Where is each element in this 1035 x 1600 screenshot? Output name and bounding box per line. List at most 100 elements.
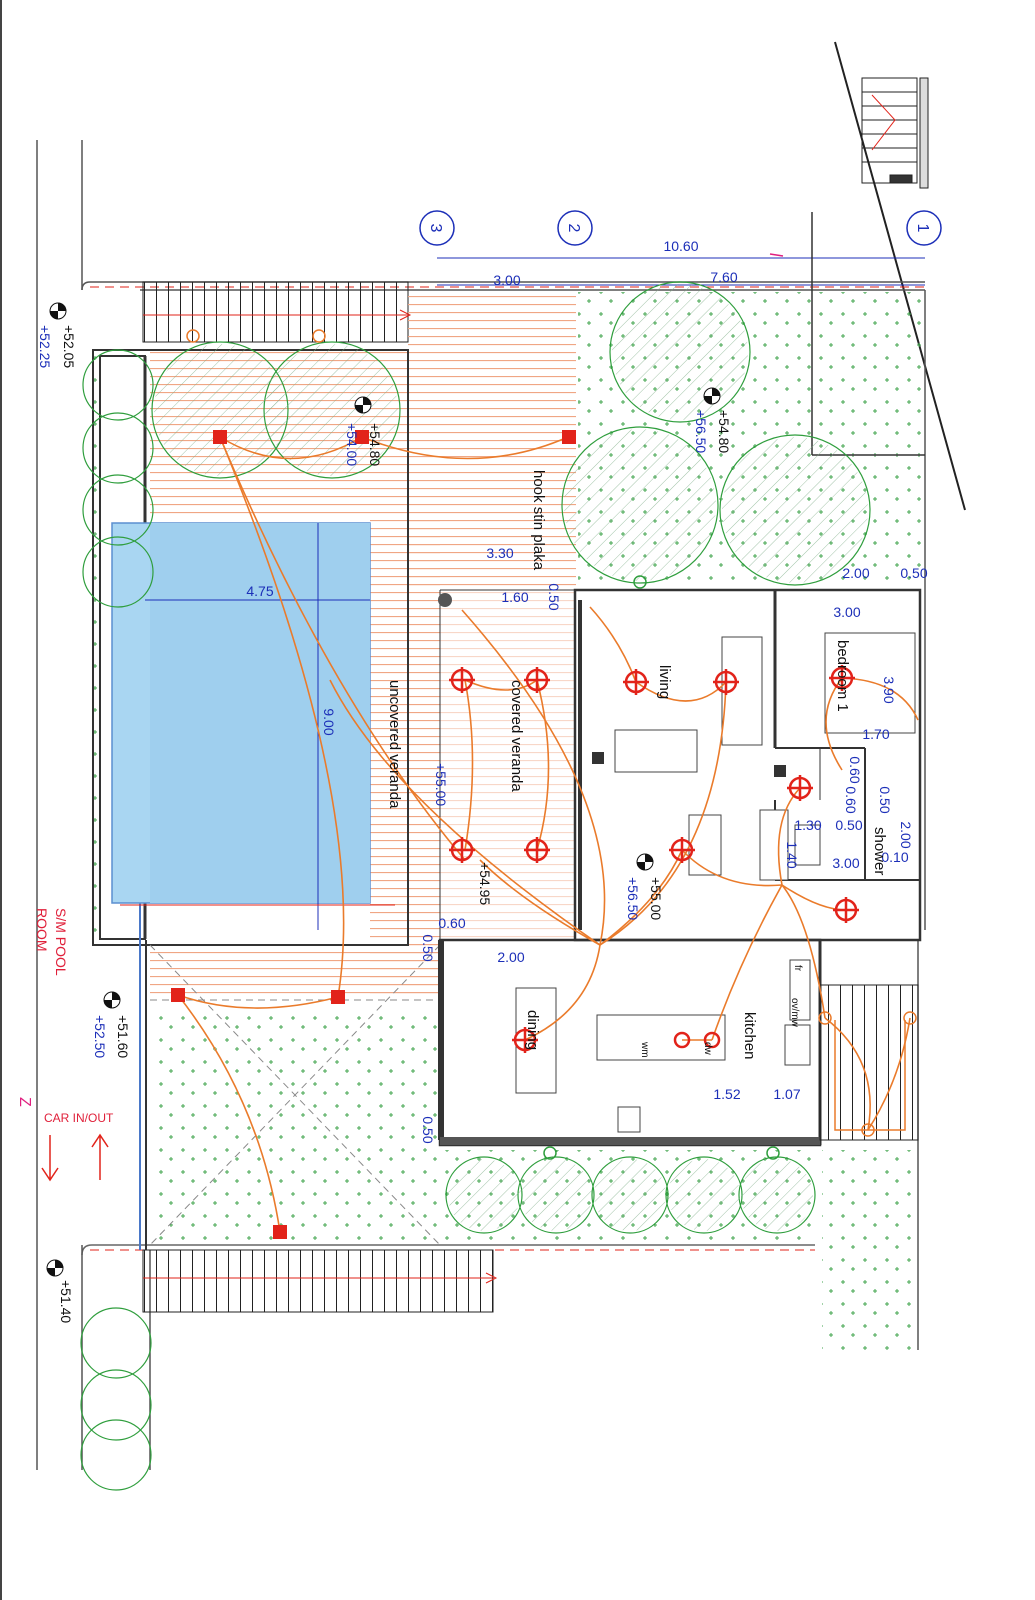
pool-deep <box>150 523 370 903</box>
shrub-icon <box>82 474 154 546</box>
dimension-text: 0.10 <box>881 849 908 865</box>
axis-2-bubble <box>557 210 593 246</box>
axis-3-label: 3 <box>427 224 444 233</box>
level-text: +54.00 <box>344 423 360 466</box>
ceiling-light-icon <box>787 775 813 801</box>
wiring <box>177 436 919 1233</box>
pool-width-text: 4.75 <box>246 583 273 599</box>
level-marker-icon <box>703 387 721 405</box>
level-marker-icon <box>46 1259 64 1277</box>
ceiling-light-icon <box>524 837 550 863</box>
dimension-text: 0.60 <box>847 756 863 783</box>
level-text: +54.80 <box>367 423 383 466</box>
trees <box>80 281 871 1491</box>
appliance-label: ov/mw <box>789 998 800 1028</box>
ceiling-light-icon <box>703 1031 721 1049</box>
axis-1-bubble <box>906 210 942 246</box>
shrub-icon <box>82 412 154 484</box>
level-text: +51.60 <box>115 1015 131 1058</box>
light-fixture-icon <box>331 990 345 1004</box>
level-text: +56.50 <box>693 410 709 453</box>
dimension-text: 0.50 <box>900 565 927 581</box>
level-marker-icon <box>49 302 67 320</box>
interior-stairs <box>819 984 919 1141</box>
appliance <box>617 1106 641 1133</box>
dimension-text: 0.50 <box>420 934 436 961</box>
level-text: +55.00 <box>433 763 449 806</box>
ceiling-light-icon <box>673 1031 691 1049</box>
level-text: +54.95 <box>477 862 493 905</box>
light-fixture-icon <box>171 988 185 1002</box>
ceiling-light-icon <box>623 669 649 695</box>
shrub-icon <box>80 1419 152 1491</box>
shrub-icon <box>82 349 154 421</box>
dimension-text: 1.40 <box>784 841 800 868</box>
tree-icon <box>561 426 719 584</box>
ceiling-light-icon <box>833 897 859 923</box>
sideboard <box>759 809 789 881</box>
washbasin <box>794 824 821 866</box>
service-zone <box>149 944 441 1246</box>
room-label-dining: dining <box>524 1010 541 1050</box>
ceiling-light-icon <box>713 669 739 695</box>
level-text: +52.25 <box>37 325 53 368</box>
axis-2-label: 2 <box>565 224 582 233</box>
dimension-text: 0.60 <box>843 786 859 813</box>
light-fixture-icon <box>273 1225 287 1239</box>
shrub-icon <box>80 1369 152 1441</box>
light-fixture-icon <box>213 430 227 444</box>
column-round <box>438 593 452 607</box>
dimension-text: 0.50 <box>877 786 893 813</box>
room-label-kitchen: kitchen <box>741 1012 758 1060</box>
dimension-text: 0.60 <box>438 915 465 931</box>
level-text: +55.00 <box>648 877 664 920</box>
dimension-text: 1.30 <box>794 817 821 833</box>
dimension-text: 0.50 <box>835 817 862 833</box>
level-marker-icon <box>636 853 654 871</box>
wall-fixtures <box>171 430 576 1239</box>
pool-room-label: ROOM <box>34 908 50 952</box>
garden-area <box>153 1008 443 1245</box>
dimension-text: 0.50 <box>420 1116 436 1143</box>
axis-3-bubble <box>419 210 455 246</box>
ceiling-light-icon <box>512 1027 538 1053</box>
dimension-text: 3.00 <box>832 855 859 871</box>
oven <box>784 1024 811 1066</box>
light-fixture-icon <box>562 430 576 444</box>
appliance-label: fr <box>792 965 803 972</box>
dimension-text: 1.07 <box>773 1086 800 1102</box>
dimension-text: 3.00 <box>833 604 860 620</box>
column <box>774 765 786 777</box>
outdoor-lights <box>186 329 917 1137</box>
axis-1-label: 1 <box>914 224 931 233</box>
tree-icon <box>609 281 751 423</box>
garden-area <box>822 1150 917 1350</box>
pool-room-label: S/M POOL <box>53 908 69 976</box>
level-text: +52.50 <box>92 1015 108 1058</box>
dimension-text: 3.30 <box>486 545 513 561</box>
room-label-uncovered-veranda: uncovered veranda <box>386 680 403 809</box>
dimension-text: 1.60 <box>501 589 528 605</box>
stair-detail <box>834 41 966 511</box>
level-text: +56.50 <box>625 877 641 920</box>
room-label-shower: shower <box>871 827 888 875</box>
ceiling-light-icon <box>524 667 550 693</box>
light-fixture-icon <box>355 430 369 444</box>
level-text: +54.80 <box>716 410 732 453</box>
dimension-text: 10.60 <box>663 238 698 254</box>
wall-lamps <box>543 575 780 1160</box>
ceiling-light-icon <box>449 837 475 863</box>
coffee-table <box>614 729 698 773</box>
dimension-text: 1.52 <box>713 1086 740 1102</box>
car-in-out-label: CAR IN/OUT <box>44 1111 114 1125</box>
shrub-icon <box>80 1307 152 1379</box>
room-label-living: living <box>656 665 673 699</box>
pool-length-text: 9.00 <box>321 708 337 735</box>
garden-area <box>812 292 922 447</box>
dimension-text: 7.60 <box>710 269 737 285</box>
kitchen-island <box>596 1014 726 1061</box>
dimension-text: 3.90 <box>881 676 897 703</box>
column <box>592 752 604 764</box>
appliance-label: wm <box>639 1041 650 1058</box>
